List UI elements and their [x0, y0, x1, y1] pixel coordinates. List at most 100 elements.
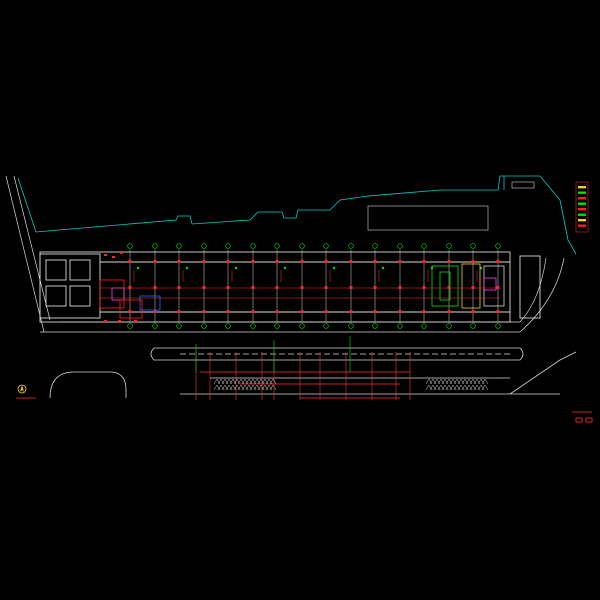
axis-bubble [299, 243, 305, 249]
fixture-dot [283, 266, 287, 270]
fixture-dot [136, 266, 140, 270]
canopy [49, 347, 577, 399]
column [153, 260, 157, 263]
fixture-dot [381, 266, 385, 270]
column [447, 310, 451, 313]
column [226, 310, 230, 313]
legend-swatch [578, 186, 586, 189]
hatch-mark [261, 384, 269, 391]
hatch-mark [253, 378, 261, 385]
hatch-mark [249, 378, 257, 385]
hatch-mark [461, 384, 469, 391]
axis-bubble [225, 243, 231, 249]
column [422, 286, 426, 289]
axis-bubble [274, 243, 280, 249]
column [202, 286, 206, 289]
column [398, 260, 402, 263]
column [324, 310, 328, 313]
hatch-mark [461, 378, 469, 385]
axis-bubble [201, 243, 207, 249]
column [251, 286, 255, 289]
hatch-mark [477, 384, 485, 391]
hatch-mark [241, 384, 249, 391]
axis-bubble [201, 323, 207, 329]
hatch-mark [449, 378, 457, 385]
hatch-mark [221, 384, 229, 391]
column [447, 260, 451, 263]
column [398, 310, 402, 313]
axis-bubble [323, 243, 329, 249]
column [398, 286, 402, 289]
hatch-mark [441, 384, 449, 391]
column [422, 310, 426, 313]
hatch-mark [425, 378, 433, 385]
column [300, 286, 304, 289]
hatch-mark [469, 384, 477, 391]
hatch-mark [465, 384, 473, 391]
column [177, 310, 181, 313]
axis-bubble [176, 243, 182, 249]
hatch-mark [265, 378, 273, 385]
axis-bubble [299, 323, 305, 329]
hatch-mark [433, 378, 441, 385]
axis-bubble [127, 323, 133, 329]
column [153, 286, 157, 289]
hatch-mark [249, 384, 257, 391]
axis-bubble [470, 323, 476, 329]
hatch-mark [437, 378, 445, 385]
hatch-mark [477, 378, 485, 385]
axis-bubble [495, 323, 501, 329]
column [471, 286, 475, 289]
hatch-mark [481, 384, 489, 391]
legend-swatch [578, 191, 586, 194]
column [128, 260, 132, 263]
hatch-mark [445, 378, 453, 385]
column [373, 260, 377, 263]
hatch-mark [265, 384, 273, 391]
hatch-mark [237, 378, 245, 385]
column [128, 310, 132, 313]
column [153, 310, 157, 313]
legend-swatch [578, 197, 586, 200]
hatch-mark [213, 378, 221, 385]
hatch-mark [453, 378, 461, 385]
axis-bubble [446, 243, 452, 249]
hatch-mark [217, 378, 225, 385]
axis-bubble [348, 323, 354, 329]
hatch-mark [233, 384, 241, 391]
hatch-mark [441, 378, 449, 385]
hatch-mark [233, 378, 241, 385]
axis-bubble [152, 323, 158, 329]
legend-swatch [578, 213, 586, 216]
hatch-mark [269, 378, 277, 385]
corridor [100, 287, 500, 299]
column [177, 286, 181, 289]
axis-bubble [372, 243, 378, 249]
hatch-mark [473, 384, 481, 391]
hatch-mark [257, 378, 265, 385]
hatch-mark [453, 384, 461, 391]
column [349, 260, 353, 263]
hatch-mark [217, 384, 225, 391]
column [275, 310, 279, 313]
axis-bubble [274, 323, 280, 329]
column [373, 310, 377, 313]
axis-bubble [446, 323, 452, 329]
hatch-mark [469, 378, 477, 385]
axis-bubble [470, 243, 476, 249]
column [226, 260, 230, 263]
hatch-mark [429, 384, 437, 391]
fixture-dot [234, 266, 238, 270]
hatch-mark [245, 378, 253, 385]
hatch-mark [465, 378, 473, 385]
hatch-mark [429, 378, 437, 385]
column [349, 310, 353, 313]
legend-swatch [578, 202, 586, 205]
site-boundary [17, 175, 577, 255]
column [202, 260, 206, 263]
legend-swatch [578, 208, 586, 211]
fixture-dot [185, 266, 189, 270]
axis-bubble [176, 323, 182, 329]
fixture-dot [332, 266, 336, 270]
axis-bubble [348, 243, 354, 249]
